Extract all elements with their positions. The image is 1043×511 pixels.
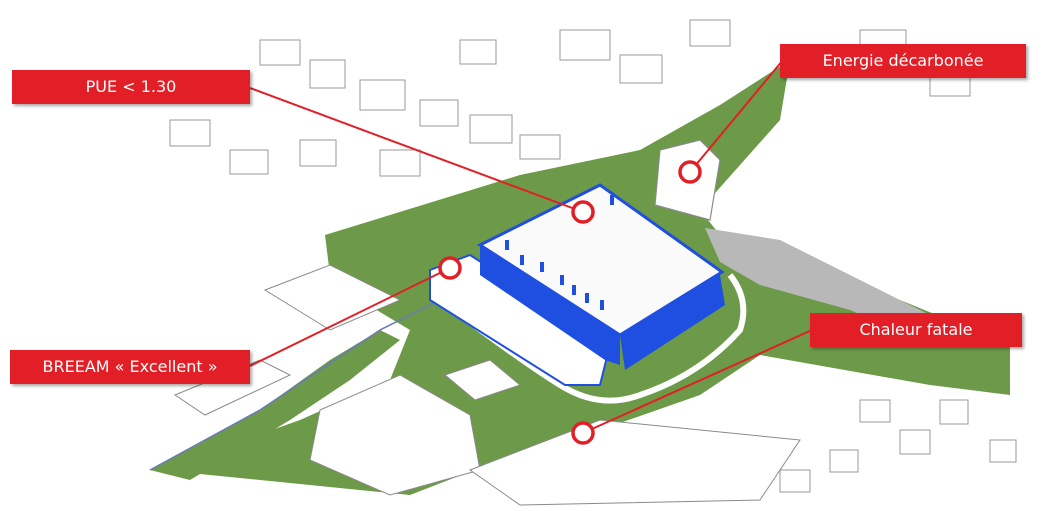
callout-energie-decarbonee: Energie décarbonée (780, 44, 1026, 78)
neighbour-buildings (169, 19, 1017, 493)
site-road (438, 273, 747, 404)
callout-pue: PUE < 1.30 (12, 70, 250, 104)
marker-energie (678, 160, 702, 184)
marker-pue (571, 200, 595, 224)
industrial-blocks (173, 264, 801, 506)
callout-breeam: BREEAM « Excellent » (10, 350, 250, 384)
leader-lines (249, 59, 813, 434)
marker-breeam (438, 256, 462, 280)
marker-chaleur (571, 421, 595, 445)
datacenter-terrace (429, 253, 612, 386)
datacenter-roof (476, 183, 725, 337)
roof-equipment (505, 195, 614, 310)
green-strip-left (150, 330, 400, 480)
callout-chaleur-fatale: Chaleur fatale (810, 313, 1022, 347)
callout-markers (438, 160, 702, 445)
datacenter-facade-right (620, 275, 725, 370)
datacenter-facade-left (480, 238, 620, 365)
rail-line (149, 299, 441, 471)
